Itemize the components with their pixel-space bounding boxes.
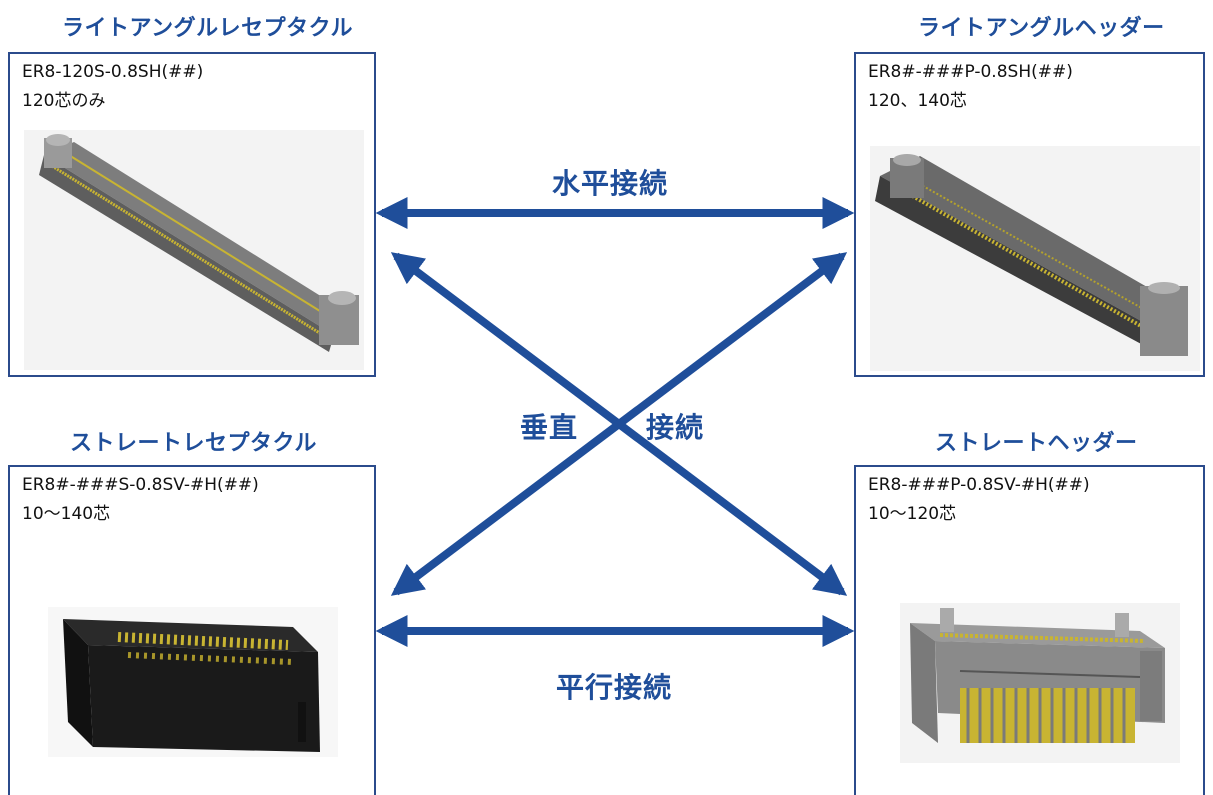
title-straight-header: ストレートヘッダー xyxy=(935,431,1138,456)
label-parallel-connection: 平行接続 xyxy=(556,671,673,704)
card-ra-receptacle: ER8-120S-0.8SH(##) 120芯のみ xyxy=(8,52,376,377)
part-number: ER8-###P-0.8SV-#H(##) xyxy=(868,475,1090,495)
label-vertical-left: 垂直 xyxy=(520,411,579,444)
part-number: ER8#-###S-0.8SV-#H(##) xyxy=(22,475,259,495)
arrow-diagonal-down xyxy=(390,252,848,596)
title-straight-receptacle: ストレートレセプタクル xyxy=(70,431,317,456)
part-number: ER8#-###P-0.8SH(##) xyxy=(868,62,1073,82)
connector-image-straight-header xyxy=(900,603,1180,763)
label-horizontal-connection: 水平接続 xyxy=(552,167,669,200)
pin-count: 120芯のみ xyxy=(22,91,106,111)
card-straight-header: ER8-###P-0.8SV-#H(##) 10〜120芯 xyxy=(854,465,1205,795)
title-ra-header: ライトアングルヘッダー xyxy=(918,16,1165,41)
title-ra-receptacle: ライトアングルレセプタクル xyxy=(62,16,353,41)
card-straight-receptacle: ER8#-###S-0.8SV-#H(##) 10〜140芯 xyxy=(8,465,376,795)
pin-count: 120、140芯 xyxy=(868,91,967,111)
card-ra-header: ER8#-###P-0.8SH(##) 120、140芯 xyxy=(854,52,1205,377)
part-number: ER8-120S-0.8SH(##) xyxy=(22,62,204,82)
pin-count: 10〜120芯 xyxy=(868,504,957,524)
arrow-diagonal-up xyxy=(390,252,848,596)
pin-count: 10〜140芯 xyxy=(22,504,111,524)
label-vertical-right: 接続 xyxy=(646,411,705,444)
connector-image-ra-receptacle xyxy=(24,130,364,370)
connector-image-ra-header xyxy=(870,146,1200,371)
connector-image-straight-receptacle xyxy=(48,607,338,757)
